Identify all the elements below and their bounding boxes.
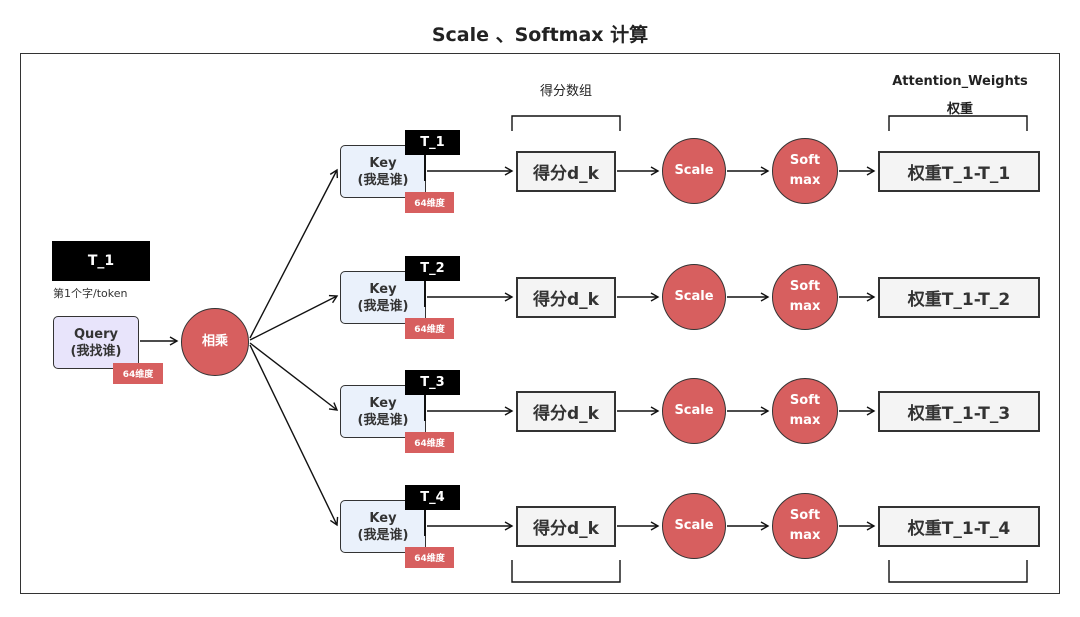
bracket-scores-top bbox=[511, 115, 621, 131]
query-dim-tag: 64维度 bbox=[113, 363, 163, 384]
key-node: Key (我是谁) bbox=[340, 500, 426, 553]
score-box: 得分d_k bbox=[516, 391, 616, 432]
softmax-node: Soft max bbox=[772, 493, 838, 559]
arrow-multiply-to-key-4 bbox=[249, 344, 339, 527]
weight-box: 权重T_1-T_2 bbox=[878, 277, 1040, 318]
key-token-tag: T_4 bbox=[405, 485, 460, 510]
softmax-line2: max bbox=[789, 173, 821, 188]
arrow-multiply-to-key-3 bbox=[249, 342, 339, 411]
arrow-multiply-to-key-2 bbox=[249, 294, 339, 341]
query-sublabel: (我找谁) bbox=[70, 343, 122, 359]
query-label: Query bbox=[73, 326, 118, 342]
softmax-line2: max bbox=[789, 299, 821, 314]
key-dim-tag: 64维度 bbox=[405, 192, 454, 213]
scale-node: Scale bbox=[662, 138, 726, 204]
diagram-title: Scale 、Softmax 计算 bbox=[431, 24, 649, 46]
score-box: 得分d_k bbox=[516, 151, 616, 192]
score-box: 得分d_k bbox=[516, 506, 616, 547]
softmax-line2: max bbox=[789, 528, 821, 543]
softmax-line2: max bbox=[789, 413, 821, 428]
query-token-tag: T_1 bbox=[52, 241, 150, 281]
query-token-caption: 第1个字/token bbox=[53, 287, 128, 300]
arrow-multiply-to-key-1 bbox=[249, 168, 339, 339]
key-label: Key bbox=[369, 155, 397, 171]
softmax-line1: Soft bbox=[789, 393, 821, 408]
diagram-frame bbox=[20, 53, 1060, 594]
softmax-node: Soft max bbox=[772, 264, 838, 330]
key-tag-divider bbox=[424, 510, 426, 536]
key-label: Key bbox=[369, 510, 397, 526]
multiply-node: 相乘 bbox=[181, 308, 249, 376]
key-token-tag: T_3 bbox=[405, 370, 460, 395]
key-token-tag: T_1 bbox=[405, 130, 460, 155]
key-sublabel: (我是谁) bbox=[357, 298, 409, 314]
scale-node: Scale bbox=[662, 493, 726, 559]
scale-node: Scale bbox=[662, 264, 726, 330]
softmax-node: Soft max bbox=[772, 138, 838, 204]
bracket-weights-bottom bbox=[888, 560, 1028, 583]
key-label: Key bbox=[369, 281, 397, 297]
key-tag-divider bbox=[424, 281, 426, 307]
bracket-weights-top bbox=[888, 115, 1028, 131]
key-label: Key bbox=[369, 395, 397, 411]
weight-box: 权重T_1-T_1 bbox=[878, 151, 1040, 192]
key-tag-divider bbox=[424, 155, 426, 181]
key-dim-tag: 64维度 bbox=[405, 547, 454, 568]
weight-box: 权重T_1-T_3 bbox=[878, 391, 1040, 432]
weights-cn-header: 权重 bbox=[946, 102, 973, 117]
key-tag-divider bbox=[424, 395, 426, 421]
attention-weights-header: Attention_Weights bbox=[892, 74, 1028, 89]
bracket-scores-bottom bbox=[511, 560, 621, 583]
key-sublabel: (我是谁) bbox=[357, 172, 409, 188]
key-token-tag: T_2 bbox=[405, 256, 460, 281]
score-box: 得分d_k bbox=[516, 277, 616, 318]
query-node: Query (我找谁) bbox=[53, 316, 139, 369]
softmax-node: Soft max bbox=[772, 378, 838, 444]
scores-array-header: 得分数组 bbox=[539, 84, 592, 99]
key-sublabel: (我是谁) bbox=[357, 412, 409, 428]
softmax-line1: Soft bbox=[789, 508, 821, 523]
scale-node: Scale bbox=[662, 378, 726, 444]
key-dim-tag: 64维度 bbox=[405, 318, 454, 339]
key-sublabel: (我是谁) bbox=[357, 527, 409, 543]
softmax-line1: Soft bbox=[789, 279, 821, 294]
weight-box: 权重T_1-T_4 bbox=[878, 506, 1040, 547]
key-dim-tag: 64维度 bbox=[405, 432, 454, 453]
softmax-line1: Soft bbox=[789, 153, 821, 168]
